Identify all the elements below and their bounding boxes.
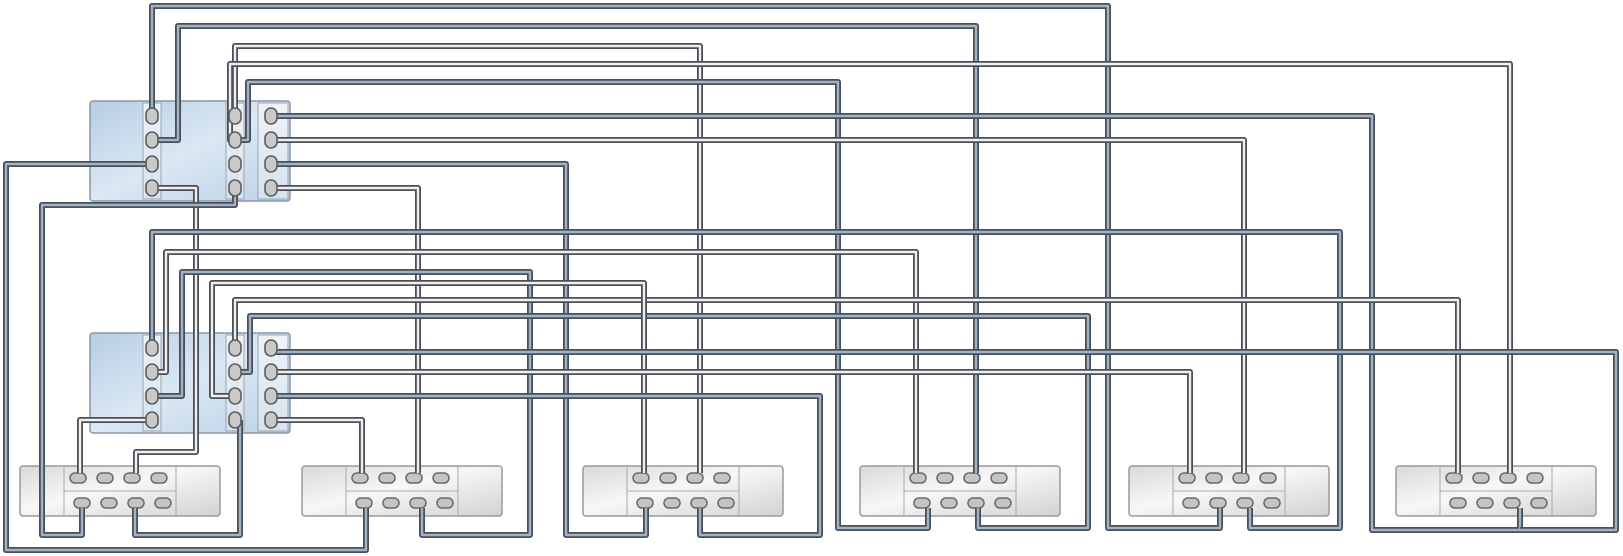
shelf-port-icon [1206, 473, 1222, 483]
shelf-port-icon [718, 498, 734, 508]
shelf-port-icon [70, 473, 86, 483]
controller-port-icon [146, 180, 158, 196]
shelf-port-icon [995, 498, 1011, 508]
shelf-port-icon [433, 473, 449, 483]
disk-shelf-5 [1129, 466, 1329, 516]
shelf-port-icon [1237, 498, 1253, 508]
shelf-port-icon [406, 473, 422, 483]
shelf-port-icon [660, 473, 676, 483]
shelf-port-icon [151, 473, 167, 483]
controller-port-icon [265, 132, 277, 148]
cable [152, 188, 196, 330]
controller-port-icon [265, 364, 277, 380]
shelf-port-icon [410, 498, 426, 508]
cable [266, 372, 1190, 473]
controller-port-icon [229, 412, 241, 428]
shelf-port-icon [1504, 498, 1520, 508]
controller-port-icon [229, 108, 241, 124]
shelf-port-icon [1500, 473, 1516, 483]
controller-port-icon [229, 180, 241, 196]
cable [238, 82, 928, 528]
shelf-port-icon [633, 473, 649, 483]
shelf-port-icon [74, 498, 90, 508]
shelf-port-icon [1446, 473, 1462, 483]
shelf-port-icon [687, 473, 703, 483]
shelf-port-icon [1477, 498, 1493, 508]
controller-port-icon [229, 388, 241, 404]
shelf-port-icon [1450, 498, 1466, 508]
controller-port-icon [229, 364, 241, 380]
shelf-port-icon [379, 473, 395, 483]
controller-port-icon [146, 364, 158, 380]
shelf-port-icon [691, 498, 707, 508]
controller-port-icon [265, 388, 277, 404]
shelf-port-icon [97, 473, 113, 483]
shelf-port-icon [1233, 473, 1249, 483]
shelf-port-icon [968, 498, 984, 508]
controller-port-icon [146, 412, 158, 428]
cable [230, 64, 1510, 473]
shelf-port-icon [914, 498, 930, 508]
shelf-port-icon [910, 473, 926, 483]
disk-shelf-4 [860, 466, 1060, 516]
shelf-port-icon [1260, 473, 1276, 483]
shelf-port-icon [1210, 498, 1226, 508]
controller-port-icon [229, 340, 241, 356]
disk-shelf-2 [302, 466, 502, 516]
shelf-port-icon [941, 498, 957, 508]
shelf-port-icon [964, 473, 980, 483]
shelf-port-icon [437, 498, 453, 508]
shelf-port-icon [1183, 498, 1199, 508]
shelf-port-icon [101, 498, 117, 508]
controller-port-icon [229, 156, 241, 172]
shelf-port-icon [1264, 498, 1280, 508]
disk-shelf-1 [20, 466, 220, 516]
controller-port-icon [229, 132, 241, 148]
shelf-port-icon [991, 473, 1007, 483]
controller-port-icon [146, 388, 158, 404]
controller-port-icon [265, 340, 277, 356]
controller-port-icon [265, 412, 277, 428]
shelf-port-icon [1527, 473, 1543, 483]
shelf-port-icon [1179, 473, 1195, 483]
shelf-port-icon [155, 498, 171, 508]
shelf-port-icon [352, 473, 368, 483]
controller-port-icon [146, 156, 158, 172]
shelf-port-icon [714, 473, 730, 483]
shelf-port-icon [1473, 473, 1489, 483]
disk-shelf-3 [583, 466, 783, 516]
controller-port-icon [265, 156, 277, 172]
shelf-port-icon [937, 473, 953, 483]
controller-port-icon [265, 180, 277, 196]
controller-port-icon [146, 132, 158, 148]
shelf-port-icon [124, 473, 140, 483]
shelf-port-icon [356, 498, 372, 508]
shelf-port-icon [1531, 498, 1547, 508]
cable [235, 46, 700, 473]
shelf-port-icon [128, 498, 144, 508]
disk-shelf-6 [1396, 466, 1596, 516]
shelf-port-icon [664, 498, 680, 508]
controller-port-icon [265, 108, 277, 124]
shelf-port-icon [637, 498, 653, 508]
controller-port-icon [146, 340, 158, 356]
shelf-port-icon [383, 498, 399, 508]
controller-port-icon [146, 108, 158, 124]
